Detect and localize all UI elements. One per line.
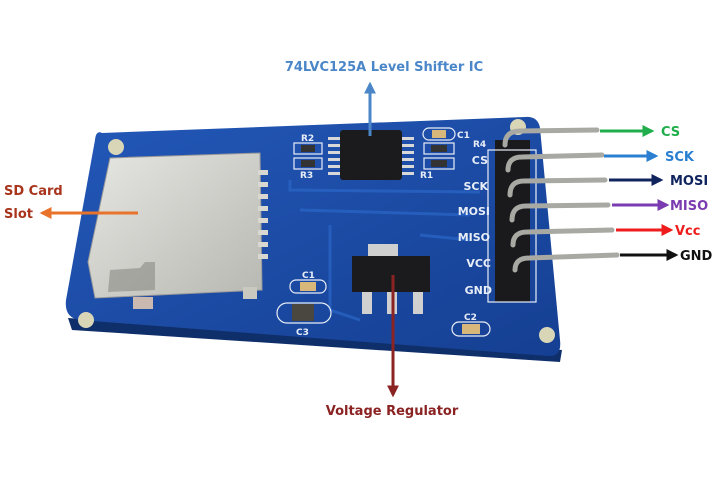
silk-c3: C3 bbox=[296, 328, 309, 338]
silk-c2: C2 bbox=[464, 313, 477, 323]
silk-miso: MISO bbox=[458, 231, 490, 244]
pin-label-mosi: MOSI bbox=[670, 174, 708, 189]
silk-sck: SCK bbox=[463, 180, 488, 193]
annotation-labels: 74LVC125A Level Shifter IC SD Card Slot … bbox=[4, 60, 713, 419]
sd-slot-label-line1: SD Card bbox=[4, 184, 63, 199]
mount-hole bbox=[78, 312, 94, 328]
ic-label: 74LVC125A Level Shifter IC bbox=[285, 60, 483, 75]
silk-cs: CS bbox=[472, 154, 488, 167]
silkscreen-labels: CS SCK MOSI MISO VCC GND R2 R3 R1 R4 C1 … bbox=[296, 131, 492, 338]
silk-mosi: MOSI bbox=[458, 205, 490, 218]
pin-label-sck: SCK bbox=[665, 150, 695, 165]
pin-label-cs: CS bbox=[661, 125, 680, 140]
smd-components bbox=[276, 127, 491, 337]
sd-card-slot bbox=[87, 152, 268, 309]
mount-hole bbox=[539, 327, 555, 343]
pin-label-miso: MISO bbox=[670, 199, 708, 214]
silk-gnd: GND bbox=[465, 284, 492, 297]
regulator-label: Voltage Regulator bbox=[326, 404, 459, 419]
silk-vcc: VCC bbox=[466, 257, 491, 270]
mount-hole bbox=[108, 139, 124, 155]
pin-label-vcc: Vcc bbox=[675, 224, 700, 239]
level-shifter-ic bbox=[328, 130, 414, 180]
silk-r2: R2 bbox=[301, 134, 314, 144]
sd-slot-label-line2: Slot bbox=[4, 207, 33, 222]
silk-r4: R4 bbox=[473, 140, 486, 150]
pin-label-gnd: GND bbox=[680, 249, 713, 264]
silk-c1-top: C1 bbox=[457, 131, 470, 141]
silk-r3: R3 bbox=[300, 171, 313, 181]
silk-c1: C1 bbox=[302, 271, 315, 281]
annotation-arrows bbox=[39, 81, 679, 398]
silk-r1: R1 bbox=[420, 171, 433, 181]
pin-header bbox=[487, 127, 620, 303]
